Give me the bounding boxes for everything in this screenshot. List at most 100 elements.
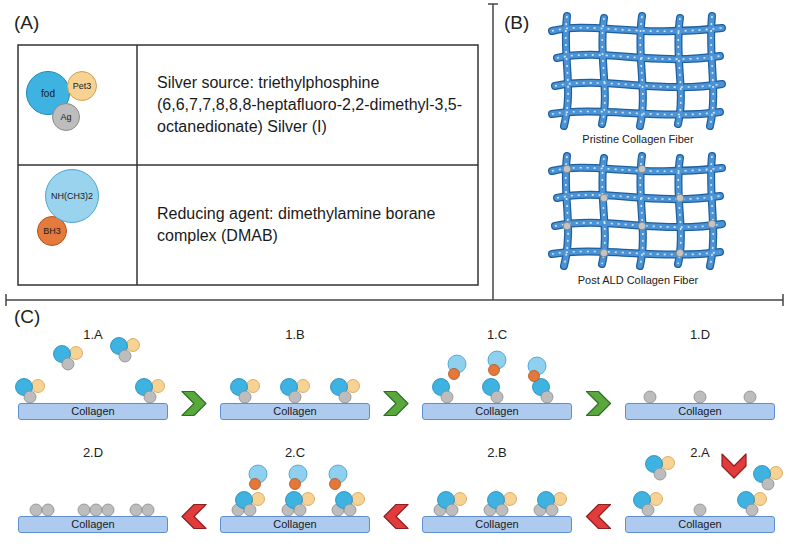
silver-atom — [30, 504, 42, 516]
precursor-molecule — [111, 338, 140, 363]
node-text: BH3 — [43, 226, 61, 236]
reagent-table — [18, 45, 478, 285]
panel-label: (B) — [504, 12, 529, 34]
step-label: 2.B — [487, 445, 507, 460]
node-text: fod — [41, 88, 55, 99]
silver-dot — [563, 222, 571, 230]
silver-atom — [694, 504, 706, 516]
bound-precursor — [433, 379, 454, 404]
silver-deposits — [563, 165, 716, 257]
precursor-molecule — [281, 379, 310, 404]
table-cell: Silver source: triethylphosphine (6,6,7,… — [138, 46, 477, 164]
collagen-mesh — [552, 16, 722, 126]
silver-atom — [644, 391, 656, 403]
precursor-molecule — [136, 379, 165, 404]
silver-atom — [102, 504, 114, 516]
panel-label: (A) — [14, 12, 39, 34]
bound-precursor — [483, 379, 504, 404]
reducer-molecule — [249, 465, 267, 490]
silver-atom — [42, 504, 54, 516]
chevron-shape — [384, 392, 408, 416]
precursor-molecule — [231, 379, 260, 404]
step-chevron — [587, 392, 611, 416]
node-text: NH(CH3)2 — [51, 191, 93, 201]
silver-dot — [563, 165, 571, 173]
table-frame — [18, 45, 478, 285]
table-rule — [18, 164, 478, 166]
node-text: Ag — [60, 112, 71, 122]
step-label: 1.B — [285, 327, 305, 342]
chevron-shape — [587, 505, 611, 529]
reducer-molecule — [329, 465, 347, 490]
figure-caption: Post ALD Collagen Fiber — [578, 274, 698, 286]
silver-dot — [600, 194, 608, 202]
precursor-molecule — [634, 492, 663, 517]
chevron-shape — [182, 392, 206, 416]
precursor-molecule — [738, 492, 767, 517]
ligand-circle: NH(CH3)2 — [45, 169, 99, 223]
step-chevron — [182, 392, 206, 416]
silver-dot — [708, 220, 716, 228]
precursor-molecule — [336, 492, 365, 517]
collagen-bar: Collagen — [220, 403, 370, 420]
silver-atom — [744, 391, 756, 403]
table-cell: Reducing agent: dimethylamine borane com… — [138, 166, 477, 284]
chevron-shape — [722, 454, 746, 478]
collagen-mesh — [552, 156, 722, 266]
step-label: 2.A — [690, 445, 710, 460]
silver-atom — [694, 391, 706, 403]
panel-dividers — [6, 4, 783, 306]
step-label: 2.C — [285, 445, 305, 460]
divider-line — [492, 4, 494, 300]
precursor-molecule — [16, 379, 45, 404]
reducer-molecule — [448, 355, 466, 380]
step-chevron — [587, 505, 611, 529]
precursor-molecule — [286, 492, 315, 517]
precursor-molecule — [646, 456, 675, 481]
silver-dot — [676, 194, 684, 202]
node-text: Collagen — [71, 405, 114, 418]
precursor-molecule — [331, 379, 360, 404]
collagen-bar: Collagen — [18, 403, 168, 420]
node-text: Pet3 — [73, 81, 92, 91]
collagen-bar: Collagen — [625, 403, 775, 420]
collagen-bar: Collagen — [18, 516, 168, 533]
precursor-molecule — [538, 492, 567, 517]
node-text: Collagen — [678, 405, 721, 418]
step-label: 1.A — [83, 327, 103, 342]
bound-precursor — [533, 379, 554, 404]
ligand-circle: Ag — [52, 103, 80, 131]
step-chevron — [384, 392, 408, 416]
silver-dot — [676, 249, 684, 257]
silver-atom — [90, 504, 102, 516]
node-text: Collagen — [678, 518, 721, 531]
chevron-shape — [182, 505, 206, 529]
divider-tick — [5, 294, 7, 306]
collagen-bar: Collagen — [220, 516, 370, 533]
precursor-molecule — [754, 466, 783, 491]
precursor-molecule — [438, 492, 467, 517]
step-chevron — [384, 505, 408, 529]
collagen-bar: Collagen — [625, 516, 775, 533]
node-text: Collagen — [475, 518, 518, 531]
collagen-bar: Collagen — [422, 516, 572, 533]
divider-tick — [488, 3, 498, 5]
node-text: Collagen — [273, 405, 316, 418]
step-label: 1.D — [690, 327, 710, 342]
reducer-molecule — [488, 351, 506, 376]
cell-text: Silver source: triethylphosphine (6,6,7,… — [157, 72, 469, 138]
divider-tick — [782, 294, 784, 306]
figure-caption: Pristine Collagen Fiber — [582, 133, 693, 145]
chevron-shape — [384, 505, 408, 529]
panel-label: (C) — [14, 306, 40, 328]
collagen-bar: Collagen — [422, 403, 572, 420]
step-molecules — [16, 338, 783, 517]
step-label: 2.D — [83, 445, 103, 460]
silver-dot — [638, 165, 646, 173]
silver-atom — [130, 504, 142, 516]
node-text: Collagen — [475, 405, 518, 418]
step-chevron — [722, 454, 746, 478]
reducer-molecule — [289, 465, 307, 490]
cell-text: Reducing agent: dimethylamine borane com… — [157, 203, 469, 247]
